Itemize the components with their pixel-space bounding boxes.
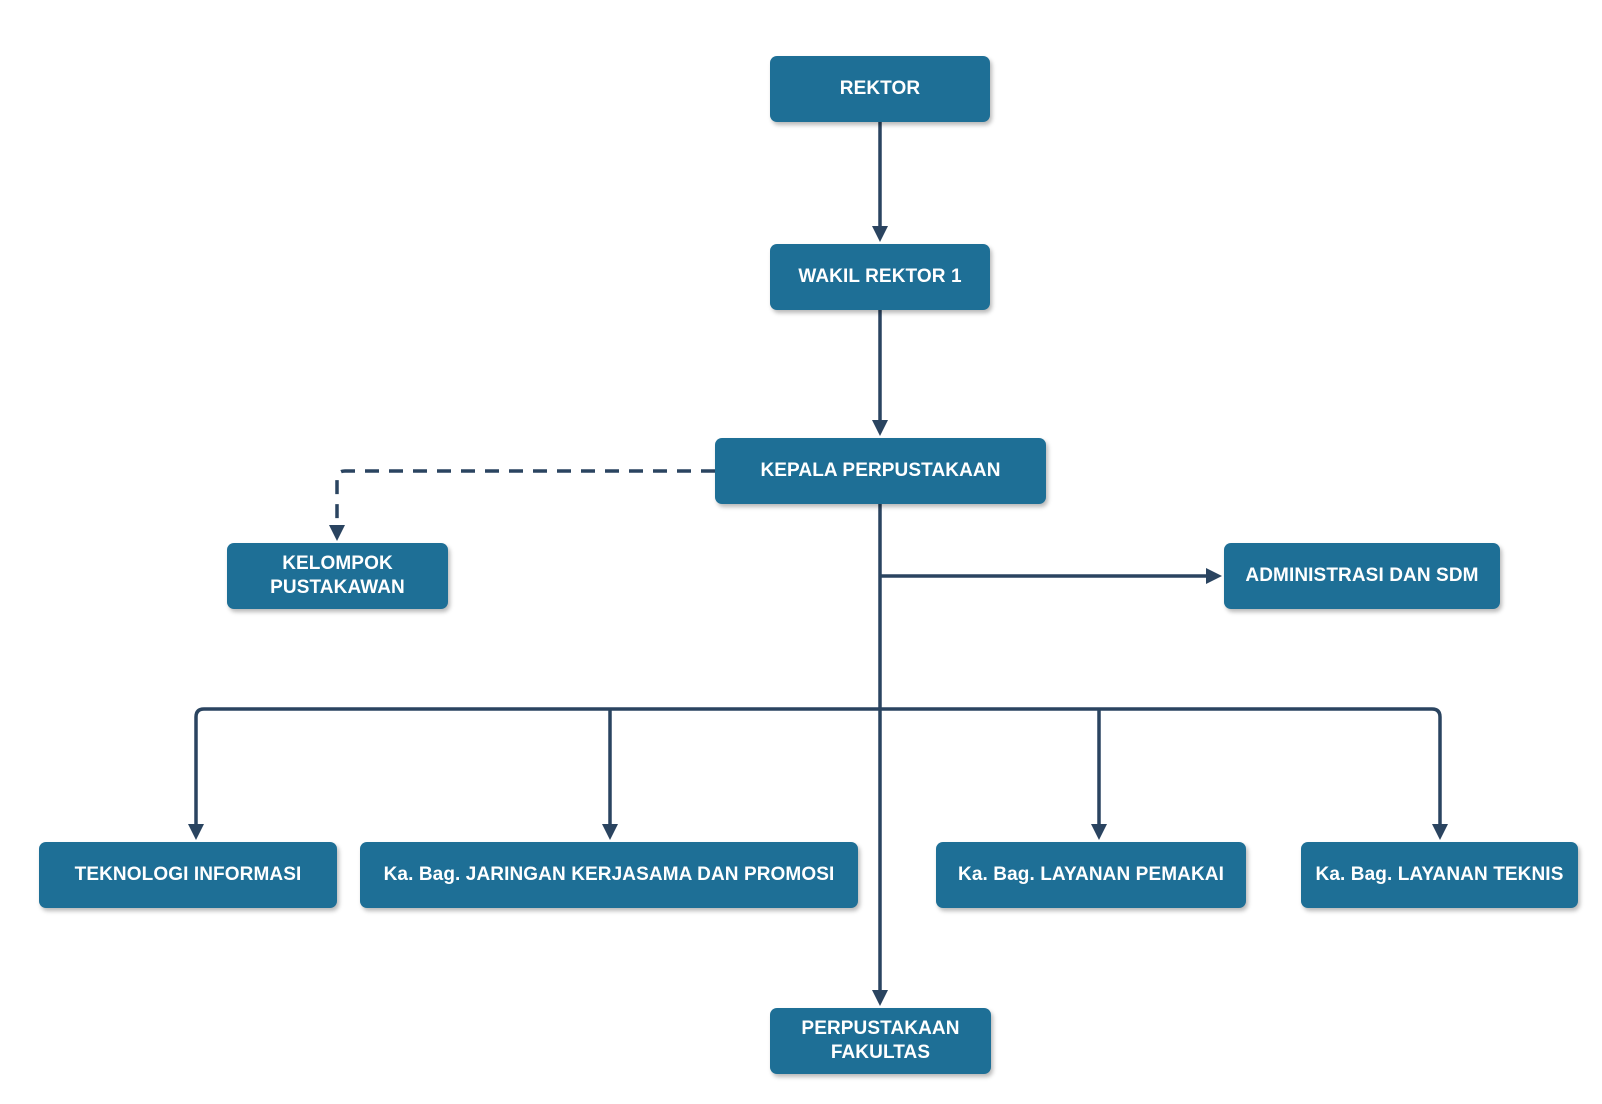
arrowhead-kepala-perpustakaan [872,420,888,436]
node-layanan-pemakai: Ka. Bag. LAYANAN PEMAKAI [936,842,1246,908]
node-wakil-rektor-1: WAKIL REKTOR 1 [770,244,990,310]
node-jaringan-kerjasama-label: Ka. Bag. JARINGAN KERJASAMA DAN PROMOSI [383,864,835,885]
node-teknologi-informasi-label: TEKNOLOGI INFORMASI [74,864,302,885]
node-rektor-label: REKTOR [839,78,921,99]
node-perpustakaan-fakultas: PERPUSTAKAAN FAKULTAS [770,1008,991,1074]
arrowhead-kelompok-pustakawan [329,525,345,541]
arrowhead-wakil-rektor-1 [872,226,888,242]
node-kelompok-pustakawan-label: KELOMPOK PUSTAKAWAN [270,553,405,598]
arrowhead-administrasi-sdm [1206,568,1222,584]
arrowhead-perpustakaan-fakultas [872,990,888,1006]
node-layanan-teknis: Ka. Bag. LAYANAN TEKNIS [1301,842,1578,908]
node-layanan-teknis-label: Ka. Bag. LAYANAN TEKNIS [1315,864,1564,885]
node-jaringan-kerjasama: Ka. Bag. JARINGAN KERJASAMA DAN PROMOSI [360,842,858,908]
arrowhead-layanan-teknis [1432,824,1448,840]
node-administrasi-sdm-label: ADMINISTRASI DAN SDM [1245,565,1479,586]
node-kepala-perpustakaan: KEPALA PERPUSTAKAAN [715,438,1046,504]
node-layanan-pemakai-label: Ka. Bag. LAYANAN PEMAKAI [958,864,1224,885]
arrowhead-jaringan-kerjasama [602,824,618,840]
connector-kepala-kelompok [335,469,715,525]
node-kelompok-pustakawan: KELOMPOK PUSTAKAWAN [227,543,448,609]
node-teknologi-informasi: TEKNOLOGI INFORMASI [39,842,337,908]
node-wakil-rektor-1-label: WAKIL REKTOR 1 [798,266,962,287]
arrowhead-layanan-pemakai [1091,824,1107,840]
node-administrasi-sdm: ADMINISTRASI DAN SDM [1224,543,1500,609]
connector-bus-outer [194,707,1442,824]
node-perpustakaan-fakultas-label: PERPUSTAKAAN FAKULTAS [801,1018,960,1063]
arrowhead-teknologi-informasi [188,824,204,840]
node-rektor: REKTOR [770,56,990,122]
node-kepala-perpustakaan-label: KEPALA PERPUSTAKAAN [760,460,1001,481]
